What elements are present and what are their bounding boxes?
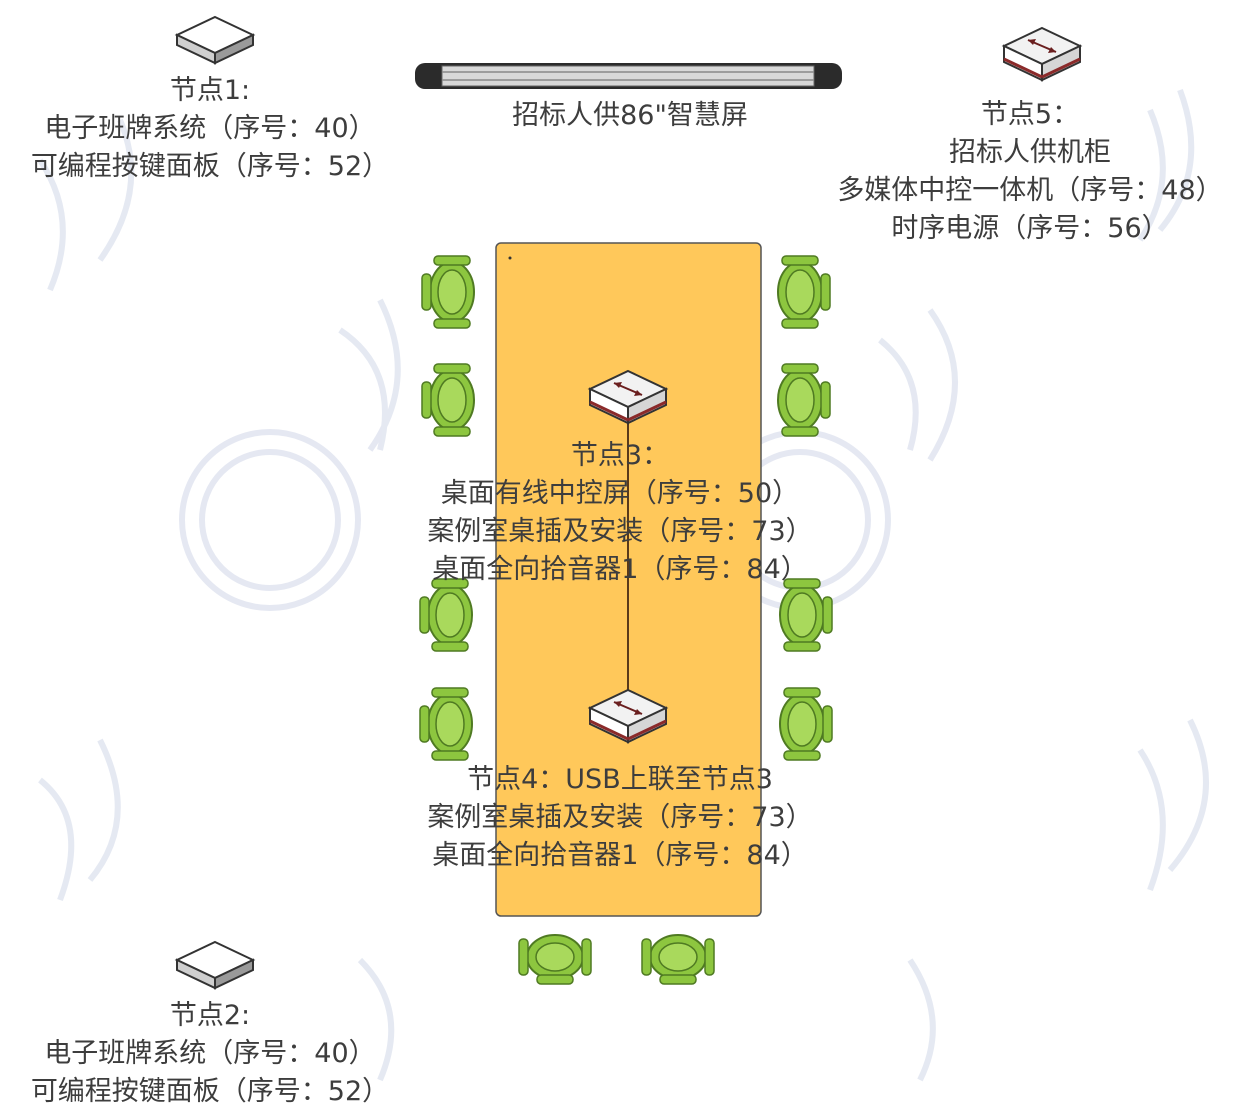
switch-icon bbox=[1002, 26, 1082, 82]
node5-line: 多媒体中控一体机（序号：48） bbox=[837, 175, 1223, 206]
node5-title: 节点5： bbox=[980, 99, 1080, 130]
node1-title: 节点1: bbox=[169, 75, 251, 106]
node2-line: 电子班牌系统（序号：40） bbox=[44, 1038, 376, 1069]
hub-icon bbox=[176, 941, 254, 989]
smart-screen-icon bbox=[415, 63, 842, 89]
node1-line: 可编程按键面板（序号：52） bbox=[30, 151, 390, 182]
chair-icon bbox=[421, 255, 475, 329]
chair-icon bbox=[419, 578, 473, 652]
smart-screen-label: 招标人供86"智慧屏 bbox=[430, 97, 830, 135]
node3-label: 节点3： 桌面有线中控屏（序号：50） 案例室桌插及安装（序号：73） 桌面全向… bbox=[400, 437, 840, 589]
hub-icon bbox=[176, 16, 254, 64]
chair-icon bbox=[421, 363, 475, 437]
node4-title: 节点4：USB上联至节点3 bbox=[467, 764, 773, 795]
chair-icon bbox=[641, 934, 715, 985]
node5-line: 招标人供机柜 bbox=[949, 137, 1111, 168]
node5-line: 时序电源（序号：56） bbox=[891, 213, 1169, 244]
node3-line: 案例室桌插及安装（序号：73） bbox=[427, 516, 813, 547]
node3-title: 节点3： bbox=[570, 440, 670, 471]
switch-icon bbox=[588, 688, 668, 744]
node2-label: 节点2: 电子班牌系统（序号：40） 可编程按键面板（序号：52） bbox=[0, 997, 420, 1111]
chair-icon bbox=[419, 687, 473, 761]
node3-line: 桌面有线中控屏（序号：50） bbox=[440, 478, 800, 509]
node4-line: 桌面全向拾音器1（序号：84） bbox=[432, 840, 808, 871]
chair-icon bbox=[518, 934, 592, 985]
node2-title: 节点2: bbox=[169, 1000, 251, 1031]
node1-label: 节点1: 电子班牌系统（序号：40） 可编程按键面板（序号：52） bbox=[0, 72, 420, 186]
smart-screen-text: 招标人供86"智慧屏 bbox=[512, 100, 748, 131]
chair-icon bbox=[779, 687, 833, 761]
node3-line: 桌面全向拾音器1（序号：84） bbox=[432, 554, 808, 585]
chair-icon bbox=[779, 578, 833, 652]
switch-icon bbox=[588, 369, 668, 425]
node1-line: 电子班牌系统（序号：40） bbox=[44, 113, 376, 144]
chair-icon bbox=[777, 255, 831, 329]
node5-label: 节点5： 招标人供机柜 多媒体中控一体机（序号：48） 时序电源（序号：56） bbox=[820, 96, 1240, 248]
node4-label: 节点4：USB上联至节点3 案例室桌插及安装（序号：73） 桌面全向拾音器1（序… bbox=[400, 761, 840, 875]
node2-line: 可编程按键面板（序号：52） bbox=[30, 1076, 390, 1107]
node4-line: 案例室桌插及安装（序号：73） bbox=[427, 802, 813, 833]
chair-icon bbox=[777, 363, 831, 437]
